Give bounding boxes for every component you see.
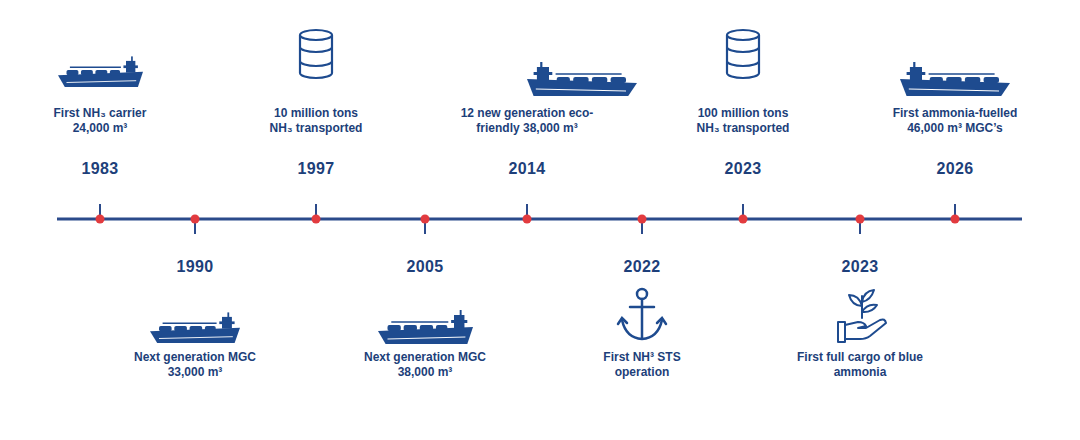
barrel-icon: [300, 30, 332, 78]
milestone-caption: 100 million tons NH₃ transported: [686, 106, 801, 136]
year-label: 1983: [82, 160, 119, 178]
year-label: 2022: [624, 258, 661, 276]
ship-icon: [150, 312, 240, 343]
ship-icon: [58, 56, 143, 87]
timeline-axis: [57, 218, 1022, 221]
timeline-dots: [96, 215, 960, 224]
milestone-caption: Next generation MGC 33,000 m³: [134, 350, 256, 380]
plant-hand-icon: [838, 290, 886, 342]
milestone-caption: Next generation MGC 38,000 m³: [364, 350, 486, 380]
ship-icon: [900, 62, 1010, 96]
milestone-caption: First full cargo of blue ammonia: [796, 350, 924, 380]
anchor-icon: [618, 289, 666, 339]
milestone-caption: 12 new generation eco-friendly 38,000 m³: [452, 106, 602, 136]
year-label: 2005: [407, 258, 444, 276]
ship-icon: [378, 310, 473, 344]
milestone-caption: 10 million tons NH₃ transported: [262, 106, 370, 136]
timeline-ticks: [100, 204, 955, 234]
ship-icon: [527, 62, 637, 96]
year-label: 2023: [725, 160, 762, 178]
year-label: 1997: [298, 160, 335, 178]
milestone-caption: First NH₃ carrier 24,000 m³: [43, 106, 158, 136]
year-label: 2014: [509, 160, 546, 178]
milestone-caption: First ammonia-fuelled 46,000 m³ MGC’s: [881, 106, 1029, 136]
year-label: 2023: [842, 258, 879, 276]
year-label: 2026: [937, 160, 974, 178]
milestone-caption: First NH³ STS operation: [595, 350, 690, 380]
year-label: 1990: [177, 258, 214, 276]
barrel-icon: [727, 30, 759, 78]
